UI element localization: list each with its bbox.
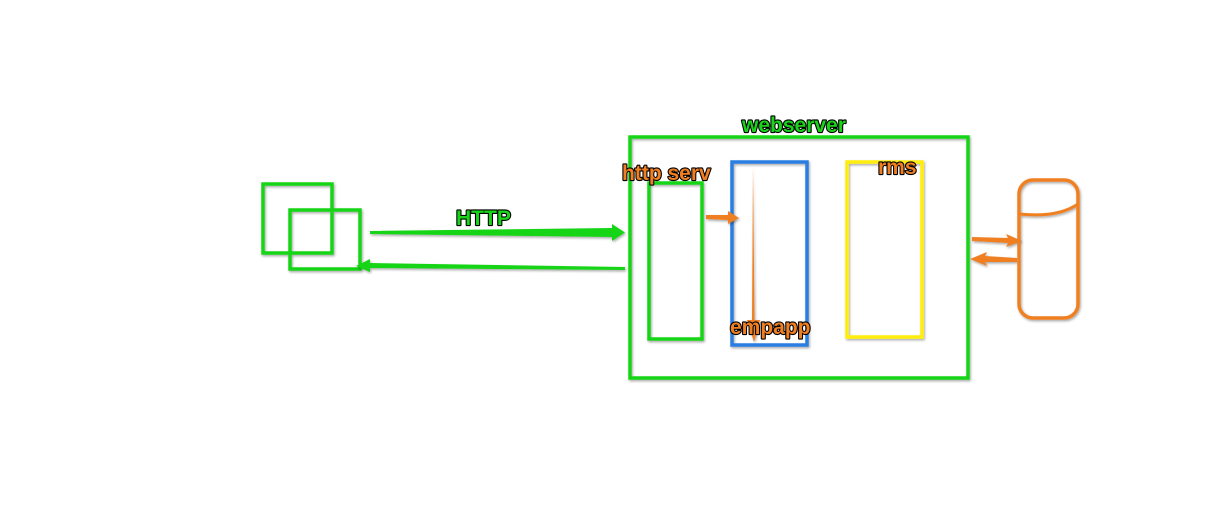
http-response-arrow: [356, 259, 625, 272]
rms-label: rms: [878, 156, 917, 179]
webserver-label: webserver: [741, 114, 846, 137]
client-windows-icon: [261, 182, 362, 271]
http-serv-label: http serv: [622, 162, 711, 185]
http-label: HTTP: [456, 207, 511, 230]
empapp-internal-arrow: [747, 166, 760, 342]
rms-box: [845, 160, 924, 339]
webserver-box: [628, 135, 970, 380]
client-window-back: [261, 182, 334, 255]
database-cylinder-icon: [1017, 178, 1080, 320]
http-request-arrow: [370, 224, 625, 241]
from-database-arrow: [970, 252, 1017, 266]
empapp-label: empapp: [730, 316, 811, 339]
database-top-curve: [1018, 202, 1079, 217]
to-database-arrow: [972, 234, 1022, 247]
serv-to-empapp-arrow: [706, 211, 739, 224]
http-serv-box: [647, 181, 704, 341]
database-body: [1017, 178, 1080, 320]
empapp-box: [730, 160, 809, 347]
client-window-front: [288, 208, 362, 271]
